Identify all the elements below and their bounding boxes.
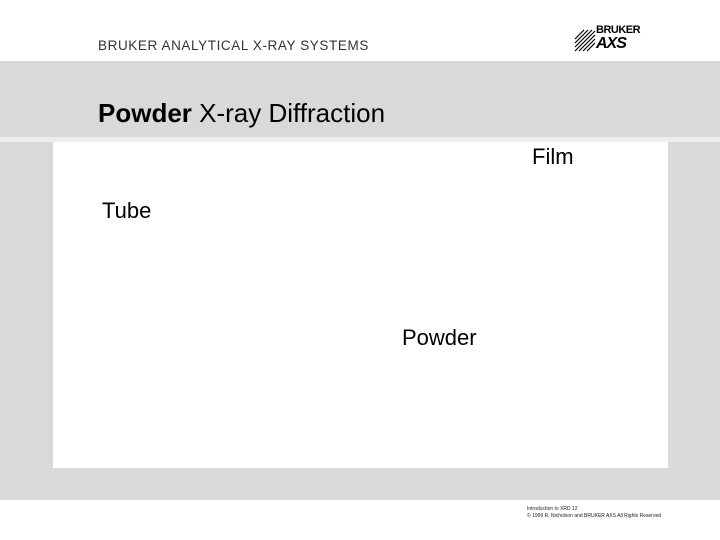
diagram-panel: [53, 142, 668, 468]
logo-axs-text: AXS: [596, 35, 627, 52]
tube-label: Tube: [102, 198, 152, 223]
crystal-logo-icon: [574, 29, 596, 52]
powder-label: Powder: [402, 325, 477, 350]
brand-header-text: BRUKER ANALYTICAL X-RAY SYSTEMS: [98, 38, 369, 53]
slide-title-bold: Powder: [98, 98, 192, 128]
logo-bruker-text: BRUKER: [596, 24, 641, 36]
footer-line-2: © 1999 R. Nicholson and BRUKER AXS All R…: [527, 513, 662, 519]
slide-footer: Introduction to XRD 12 © 1999 R. Nichols…: [527, 506, 661, 520]
slide-title: Powder X-ray Diffraction: [98, 98, 385, 129]
bruker-axs-logo: BRUKER AXS: [574, 24, 641, 54]
slide-title-rest: X-ray Diffraction: [191, 98, 386, 128]
film-label: Film: [532, 144, 574, 169]
title-divider: [0, 137, 720, 142]
footer-line-1: Introduction to XRD 12: [527, 506, 578, 512]
